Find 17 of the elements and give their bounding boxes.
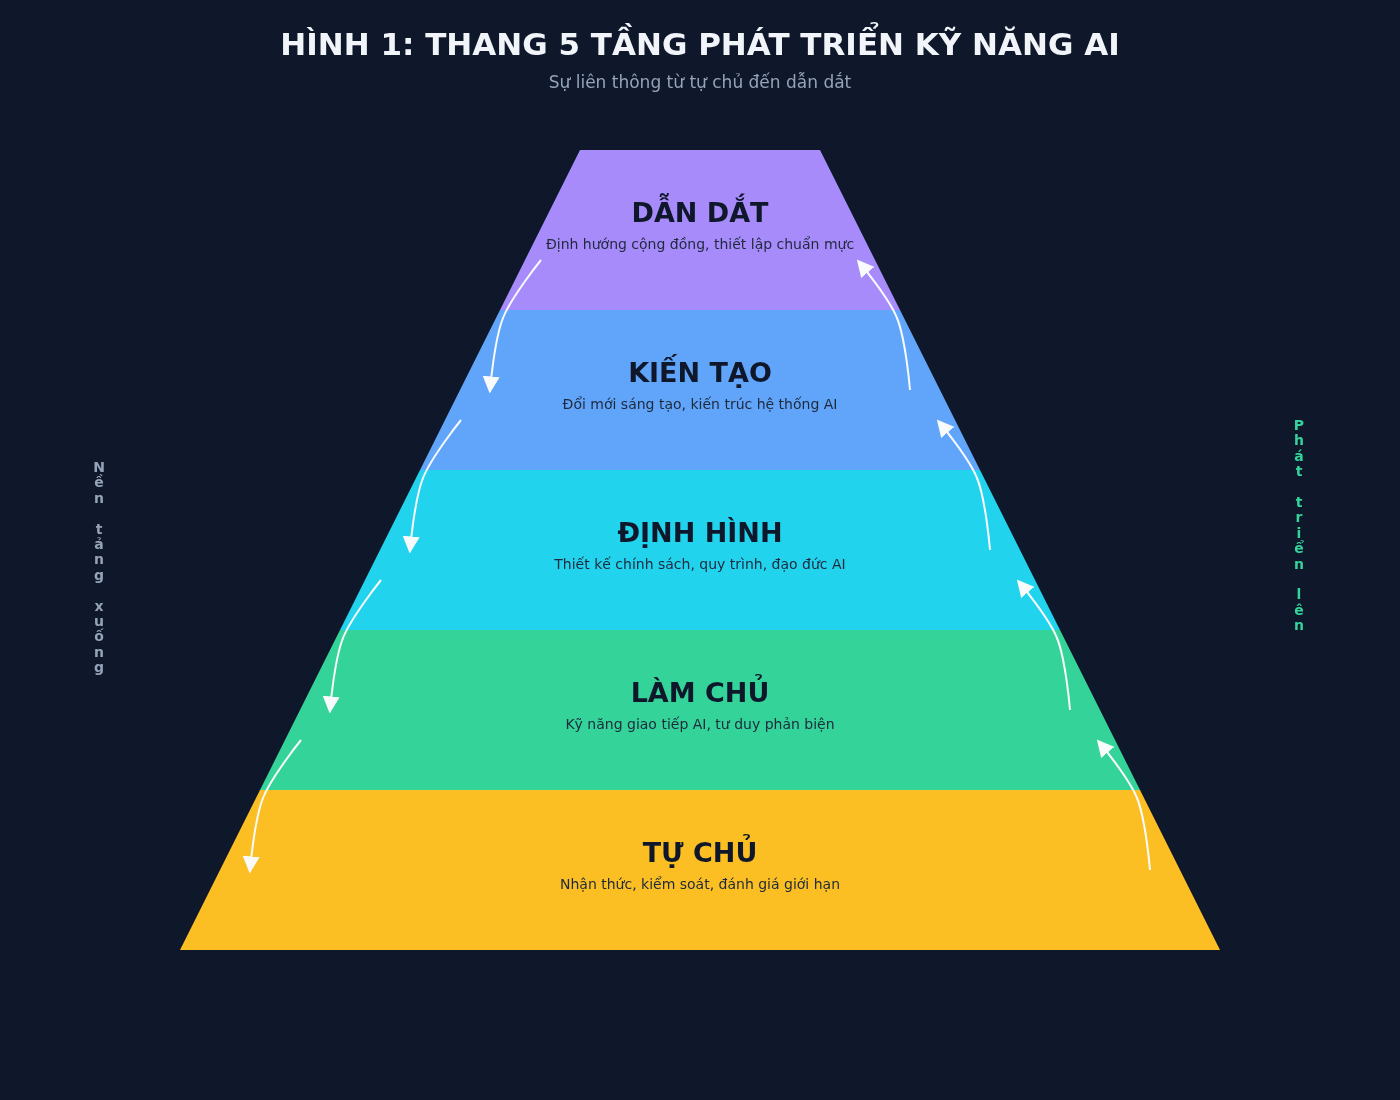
curved-arrow: [482, 259, 542, 394]
tier-description: Đổi mới sáng tạo, kiến trúc hệ thống AI: [561, 396, 839, 412]
side-label: Phát triển lên: [1292, 418, 1306, 634]
curved-arrow: [936, 419, 991, 551]
curved-arrow: [1016, 579, 1071, 711]
curved-arrow: [1096, 739, 1151, 871]
tier-description: Thiết kế chính sách, quy trình, đạo đức AI: [553, 556, 847, 572]
diagram-subtitle: Sự liên thông từ tự chủ đến dẫn dắt: [547, 72, 853, 92]
side-label: Nền tảng xuống: [92, 460, 106, 676]
tier-description: Định hướng cộng đồng, thiết lập chuẩn mực: [544, 236, 856, 252]
curved-arrow: [322, 579, 382, 714]
curved-arrow: [856, 259, 911, 391]
curved-arrow: [242, 739, 302, 874]
tier-title: ĐỊNH HÌNH: [616, 517, 784, 548]
tier-description: Nhận thức, kiểm soát, đánh giá giới hạn: [558, 876, 842, 892]
tier-description: Kỹ năng giao tiếp AI, tư duy phản biện: [564, 716, 836, 732]
curved-arrow: [402, 419, 462, 554]
